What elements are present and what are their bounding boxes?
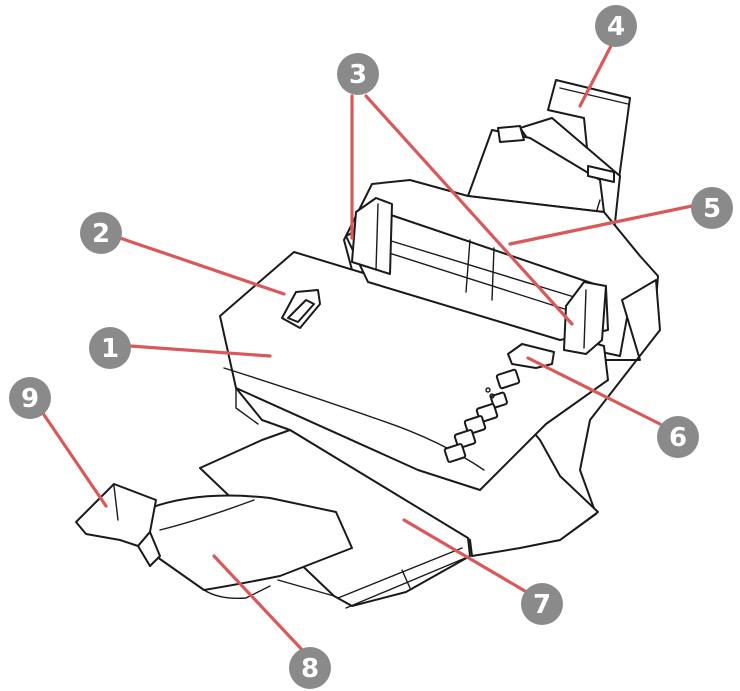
callout-number-2: 2	[92, 219, 110, 249]
callout-line-2	[120, 238, 284, 294]
callout-badge-6: 6	[657, 416, 699, 458]
callout-badge-7: 7	[521, 583, 563, 625]
callout-number-3: 3	[349, 60, 367, 90]
edge-guide-left	[352, 198, 392, 274]
callout-number-9: 9	[21, 384, 39, 414]
callout-number-7: 7	[533, 590, 551, 620]
callout-badge-1: 1	[89, 327, 131, 369]
callout-badge-5: 5	[691, 187, 733, 229]
callout-number-8: 8	[301, 654, 319, 684]
callout-number-4: 4	[607, 12, 625, 42]
callout-badge-8: 8	[289, 647, 331, 689]
stopper	[76, 484, 160, 566]
callout-badge-3: 3	[337, 53, 379, 95]
callout-badge-9: 9	[9, 377, 51, 419]
callout-badge-2: 2	[80, 212, 122, 254]
callout-number-6: 6	[669, 423, 687, 453]
callout-number-1: 1	[101, 334, 119, 364]
callout-badge-4: 4	[595, 5, 637, 47]
callout-number-5: 5	[703, 194, 721, 224]
callout-line-9	[38, 406, 106, 506]
